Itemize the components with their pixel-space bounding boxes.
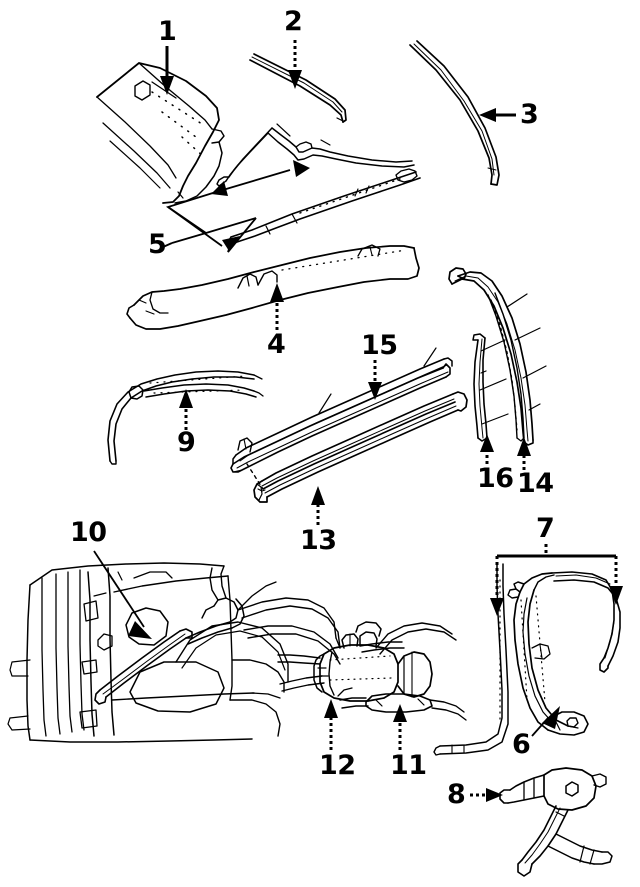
leader-2 — [288, 40, 302, 89]
callout-label-10[interactable]: 10 — [70, 517, 107, 548]
callout-label-6[interactable]: 6 — [512, 729, 531, 760]
part-1-quarter-panel-upper-rail — [96, 62, 225, 204]
callout-label-5[interactable]: 5 — [148, 229, 167, 260]
leader-9 — [179, 389, 193, 430]
part-10-lift-cylinder-and-panel — [7, 562, 341, 743]
leader-11 — [393, 704, 407, 750]
part-13-lower-weatherstrip-rail — [253, 391, 468, 503]
part-2-side-roof-rail-molding — [249, 53, 347, 123]
callout-label-13[interactable]: 13 — [300, 525, 337, 556]
part-9-hydraulic-hose — [107, 370, 264, 465]
leader-16 — [480, 434, 494, 464]
callout-label-16[interactable]: 16 — [477, 463, 514, 494]
part-7-rear-rail-assembly — [507, 571, 621, 736]
part-15-upper-weatherstrip-rail — [230, 347, 453, 473]
callout-label-11[interactable]: 11 — [390, 750, 427, 781]
callout-label-1[interactable]: 1 — [158, 16, 177, 47]
leader-1 — [160, 46, 174, 95]
leader-15 — [368, 360, 382, 400]
leader-6 — [531, 706, 560, 737]
leader-3 — [479, 108, 516, 122]
callout-label-7[interactable]: 7 — [536, 513, 555, 544]
leader-7 — [490, 544, 623, 616]
leader-14 — [517, 437, 531, 470]
leader-4 — [270, 283, 284, 330]
callout-label-8[interactable]: 8 — [447, 779, 466, 810]
part-3-rear-quarter-window-guide — [409, 40, 500, 186]
callout-label-4[interactable]: 4 — [267, 329, 286, 360]
callout-label-9[interactable]: 9 — [177, 427, 196, 458]
leader-10 — [93, 550, 152, 639]
callout-label-12[interactable]: 12 — [319, 750, 356, 781]
callout-label-3[interactable]: 3 — [520, 99, 539, 130]
callout-label-14[interactable]: 14 — [517, 468, 554, 499]
callout-label-15[interactable]: 15 — [361, 330, 398, 361]
part-4-center-roof-bow — [126, 244, 420, 330]
callout-label-2[interactable]: 2 — [284, 6, 303, 37]
part-14-quarter-window-weatherstrip-outer — [448, 267, 547, 446]
part-11-pump-motor — [337, 622, 467, 721]
leader-12 — [324, 699, 338, 750]
leader-13 — [311, 486, 325, 525]
part-12-fluid-reservoir — [277, 621, 405, 702]
part-5-top-linkage-support-rods — [216, 123, 421, 244]
leader-8 — [470, 788, 503, 802]
part-16-quarter-window-weatherstrip-inner — [472, 333, 509, 442]
leader-5 — [162, 160, 310, 253]
part-8-latch-hook-assembly — [499, 767, 613, 877]
